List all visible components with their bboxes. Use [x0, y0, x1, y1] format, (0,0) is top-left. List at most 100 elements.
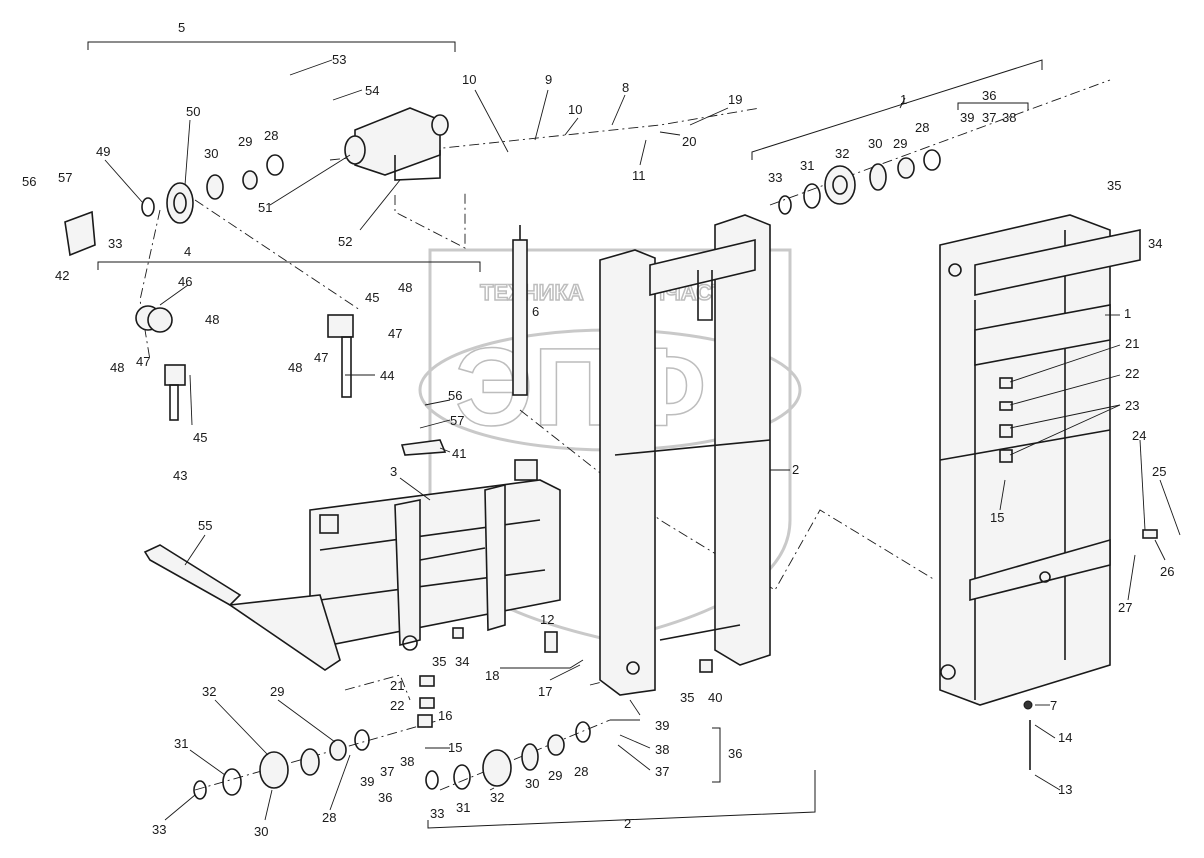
- callout-labels: 5 53 54 10 9 10 8 19 20 11 1 36 39 37 38…: [22, 20, 1174, 839]
- callout-29: 29: [893, 136, 907, 151]
- callout-56: 56: [22, 174, 36, 189]
- callout-5: 5: [178, 20, 185, 35]
- callout-16: 16: [438, 708, 452, 723]
- callout-33: 33: [152, 822, 166, 837]
- crosshead: [344, 107, 449, 181]
- callout-49: 49: [96, 144, 110, 159]
- callout-31: 31: [174, 736, 188, 751]
- callout-56: 56: [448, 388, 462, 403]
- callout-40: 40: [708, 690, 722, 705]
- callout-52: 52: [338, 234, 352, 249]
- callout-3: 3: [390, 464, 397, 479]
- callout-14: 14: [1058, 730, 1072, 745]
- callout-19: 19: [728, 92, 742, 107]
- callout-32: 32: [490, 790, 504, 805]
- callout-39: 39: [360, 774, 374, 789]
- callout-28: 28: [264, 128, 278, 143]
- callout-32: 32: [835, 146, 849, 161]
- callout-22: 22: [390, 698, 404, 713]
- callout-6: 6: [532, 304, 539, 319]
- leader-lines: [104, 59, 1181, 821]
- callout-1: 1: [1124, 306, 1131, 321]
- callout-33: 33: [430, 806, 444, 821]
- callout-12: 12: [540, 612, 554, 627]
- callout-48: 48: [110, 360, 124, 375]
- callout-24: 24: [1132, 428, 1146, 443]
- callout-7: 7: [1050, 698, 1057, 713]
- inner-mast: [599, 214, 771, 696]
- callout-42: 42: [55, 268, 69, 283]
- callout-36: 36: [378, 790, 392, 805]
- callout-29: 29: [270, 684, 284, 699]
- callout-27: 27: [1118, 600, 1132, 615]
- callout-29: 29: [238, 134, 252, 149]
- callout-38: 38: [655, 742, 669, 757]
- rollers: [141, 149, 941, 800]
- callout-10: 10: [462, 72, 476, 87]
- callout-25: 25: [1152, 464, 1166, 479]
- callout-47: 47: [388, 326, 402, 341]
- callout-32: 32: [202, 684, 216, 699]
- callout-38: 38: [1002, 110, 1016, 125]
- chain-anchors: [64, 210, 447, 456]
- fork-carriage: [309, 459, 561, 651]
- callout-33: 33: [108, 236, 122, 251]
- callout-15: 15: [990, 510, 1004, 525]
- callout-37: 37: [380, 764, 394, 779]
- watermark-left-word: ТЕХНИКА: [480, 280, 584, 305]
- callout-28: 28: [915, 120, 929, 135]
- callout-36: 36: [982, 88, 996, 103]
- outer-mast: [939, 214, 1141, 706]
- callout-30: 30: [868, 136, 882, 151]
- callout-30: 30: [525, 776, 539, 791]
- fork: [143, 544, 341, 671]
- callout-2: 2: [624, 816, 631, 831]
- callout-38: 38: [400, 754, 414, 769]
- callout-11: 11: [632, 168, 646, 183]
- callout-48: 48: [205, 312, 219, 327]
- callout-37: 37: [982, 110, 996, 125]
- small-parts: [417, 377, 1158, 770]
- callout-46: 46: [178, 274, 192, 289]
- callout-43: 43: [173, 468, 187, 483]
- callout-47: 47: [136, 354, 150, 369]
- callout-8: 8: [622, 80, 629, 95]
- callout-36: 36: [728, 746, 742, 761]
- callout-13: 13: [1058, 782, 1072, 797]
- callout-48: 48: [288, 360, 302, 375]
- callout-55: 55: [198, 518, 212, 533]
- callout-30: 30: [254, 824, 268, 839]
- callout-29: 29: [548, 768, 562, 783]
- callout-53: 53: [332, 52, 346, 67]
- callout-20: 20: [682, 134, 696, 149]
- callout-21: 21: [1125, 336, 1139, 351]
- callout-28: 28: [322, 810, 336, 825]
- callout-57: 57: [450, 413, 464, 428]
- group-brackets: [87, 41, 1043, 829]
- callout-45: 45: [365, 290, 379, 305]
- callout-31: 31: [456, 800, 470, 815]
- callout-4: 4: [184, 244, 191, 259]
- callout-10: 10: [568, 102, 582, 117]
- callout-35: 35: [1107, 178, 1121, 193]
- callout-17: 17: [538, 684, 552, 699]
- callout-23: 23: [1125, 398, 1139, 413]
- callout-1: 1: [900, 92, 907, 107]
- callout-34: 34: [1148, 236, 1162, 251]
- lift-cylinder: [512, 225, 528, 396]
- callout-57: 57: [58, 170, 72, 185]
- callout-50: 50: [186, 104, 200, 119]
- callout-37: 37: [655, 764, 669, 779]
- callout-26: 26: [1160, 564, 1174, 579]
- watermark: ТЕХНИКА ЗАПЧАСТИ ЭПФ: [418, 248, 802, 642]
- callout-30: 30: [204, 146, 218, 161]
- callout-33: 33: [768, 170, 782, 185]
- callout-54: 54: [365, 83, 379, 98]
- callout-39: 39: [960, 110, 974, 125]
- callout-44: 44: [380, 368, 394, 383]
- callout-39: 39: [655, 718, 669, 733]
- callout-9: 9: [545, 72, 552, 87]
- callout-15: 15: [448, 740, 462, 755]
- watermark-big-text: ЭПФ: [455, 326, 706, 449]
